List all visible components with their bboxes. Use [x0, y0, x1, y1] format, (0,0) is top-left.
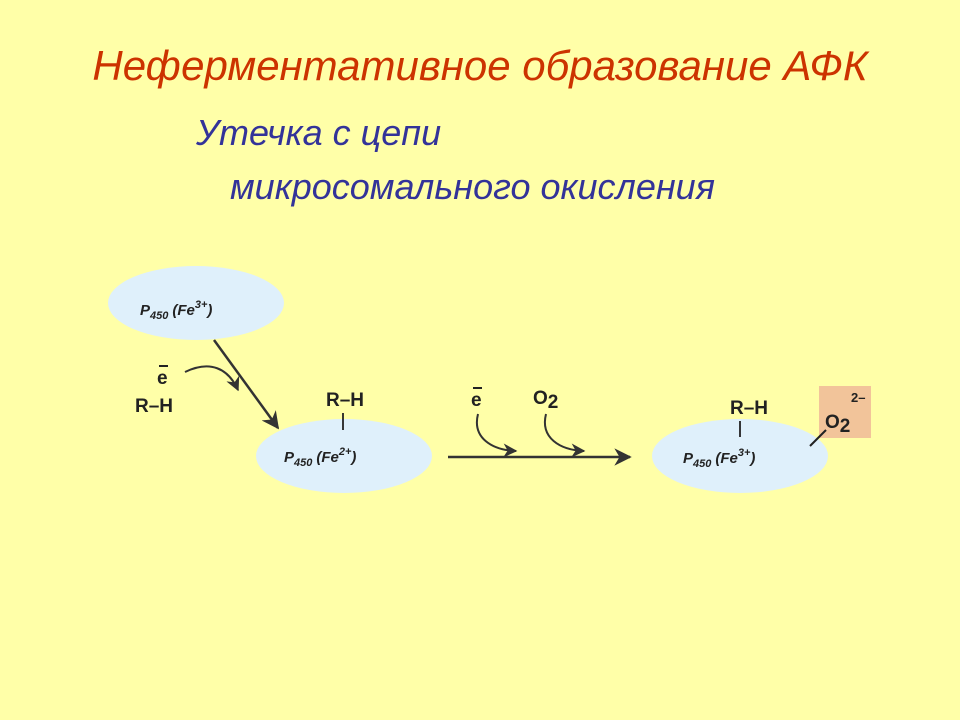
subtitle-line-2: микросомального окисления: [230, 166, 715, 207]
substrate-label-input: R–H: [135, 396, 173, 417]
enzyme-ellipse-ferric-start: [108, 266, 284, 340]
superoxide-label: O2: [825, 412, 850, 437]
slide-title: Неферментативное образование АФК: [92, 42, 868, 89]
enzyme-label-ferrous: P450(Fe2+): [284, 446, 356, 469]
arrow-electron-2: [475, 413, 518, 458]
electron-label-1: e: [157, 368, 168, 389]
arrow-reduction: [212, 339, 280, 430]
enzyme-ellipse-ferrous: [256, 419, 432, 493]
electron-label-2: e: [471, 390, 482, 411]
substrate-label-bound-2: R–H: [730, 398, 768, 419]
enzyme-label-ferric-end: P450(Fe3+): [683, 447, 755, 470]
oxygen-label: O2: [533, 388, 558, 413]
subtitle-line-1: Утечка с цепи: [196, 112, 442, 153]
enzyme-ellipse-ferric-end: [652, 419, 828, 493]
arrow-oxygen: [543, 413, 586, 458]
arrow-electron-1: [184, 365, 240, 392]
superoxide-box: [819, 386, 871, 438]
superoxide-charge: 2–: [851, 390, 865, 405]
enzyme-label-ferric-start: P450(Fe3+): [140, 299, 212, 322]
superoxide-bond: [809, 429, 827, 447]
substrate-label-bound-1: R–H: [326, 390, 364, 411]
